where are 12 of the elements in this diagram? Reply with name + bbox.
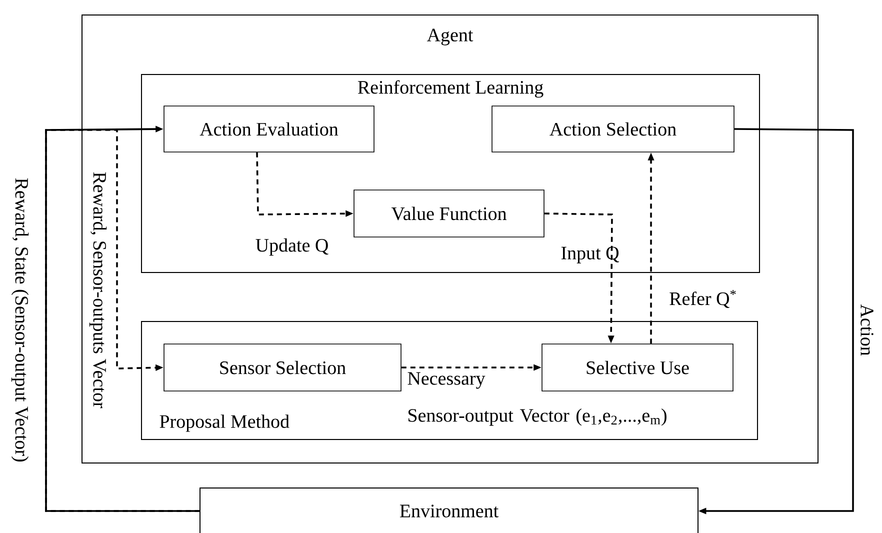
- environment-box: Environment: [200, 488, 698, 533]
- process-box: Action Selection: [492, 106, 734, 152]
- edge-label: Input Q: [561, 246, 619, 264]
- process-box: Action Evaluation: [164, 106, 374, 152]
- edge-label: Update Q: [256, 238, 328, 256]
- process-box: Selective Use: [542, 344, 734, 392]
- edge-label: Refer Q$^{*}$: [670, 290, 736, 308]
- process-box: Value Function: [354, 190, 544, 238]
- edge-label: Reward, Sensor-outputs Vector: [89, 172, 107, 408]
- process-box: Sensor Selection: [164, 344, 402, 392]
- edge-label: Action: [860, 304, 874, 356]
- edge-label: Reward, State (Sensor-output Vector): [11, 178, 29, 462]
